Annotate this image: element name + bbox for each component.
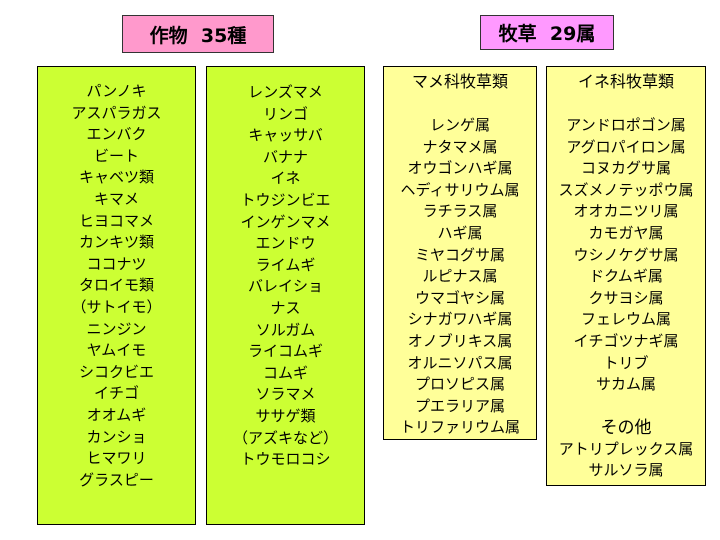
list-item: リンゴ (262, 104, 308, 123)
list-item: クサヨシ属 (588, 288, 664, 307)
list-item: ミヤコグサ属 (414, 245, 505, 264)
crops-column-2: レンズマメ リンゴ キャッサバ バナナ イネ トウジンビエ インゲンマメ エンド… (206, 66, 365, 525)
list-item: ルピナス属 (422, 267, 498, 286)
crops-title: 作物 35種 (122, 15, 274, 53)
list-item: カンショ (86, 427, 147, 446)
list-item: コムギ (262, 363, 308, 382)
list-item: ウシノケグサ属 (573, 245, 679, 264)
grass-forage-column: イネ科牧草類 アンドロポゴン属 アグロパイロン属 コヌカグサ属 スズメノテッポウ… (546, 66, 706, 486)
list-item: イチゴツナギ属 (573, 331, 679, 350)
list-item: エンバク (86, 125, 147, 144)
list-item: ココナツ (86, 254, 147, 273)
list-item: オノブリキス属 (407, 331, 513, 350)
list-item: グラスピー (79, 470, 154, 489)
crops-column-1: パンノキ アスパラガス エンバク ビート キャベツ類 キマメ ヒヨコマメ カンキ… (37, 66, 196, 525)
list-item: フェレウム属 (580, 310, 671, 329)
list-item: レンゲ属 (429, 116, 490, 134)
forage-title: 牧草 29属 (480, 15, 614, 50)
list-item: インゲンマメ (240, 212, 331, 231)
other-heading: その他 (600, 417, 652, 438)
list-item: オオカニツリ属 (573, 202, 679, 221)
list-item: ハギ属 (437, 223, 483, 242)
list-item: ウマゴヤシ属 (414, 288, 505, 307)
grass-heading: イネ科牧草類 (577, 72, 674, 91)
list-item: トリブ (603, 353, 649, 372)
list-item: バナナ (262, 147, 308, 166)
list-item: （アズキなど） (232, 428, 338, 447)
list-item: イチゴ (93, 384, 139, 403)
list-item: トウジンビエ (240, 190, 331, 209)
list-item: バレイショ (247, 277, 323, 296)
list-item: ラチラス属 (422, 202, 498, 221)
list-item: ササゲ類 (255, 406, 316, 425)
list-item: トウモロコシ (240, 450, 331, 469)
other-list: アトリプレックス属 サルソラ属 (547, 439, 705, 482)
list-item: サルソラ属 (588, 461, 664, 480)
grass-list: アンドロポゴン属 アグロパイロン属 コヌカグサ属 スズメノテッポウ属 オオカニツ… (547, 115, 705, 396)
list-item: エンドウ (255, 234, 316, 253)
list-item: トリファリウム属 (399, 418, 520, 437)
list-item: ヤムイモ (86, 341, 147, 360)
crops-list-2: レンズマメ リンゴ キャッサバ バナナ イネ トウジンビエ インゲンマメ エンド… (207, 82, 364, 471)
list-item: キャベツ類 (78, 168, 154, 187)
list-item: （サトイモ） (71, 297, 162, 316)
legume-heading: マメ科牧草類 (411, 72, 508, 91)
list-item: スズメノテッポウ属 (558, 180, 694, 199)
list-item: イネ (270, 169, 301, 188)
list-item: タロイモ類 (78, 276, 154, 295)
list-item: アンドロポゴン属 (566, 116, 686, 134)
list-item: ヘディサリウム属 (400, 180, 520, 199)
list-item: ソルガム (255, 320, 316, 339)
list-item: アグロパイロン属 (566, 137, 686, 156)
legume-list: レンゲ属 ナタマメ属 オウゴンハギ属 ヘディサリウム属 ラチラス属 ハギ属 ミヤ… (384, 115, 536, 439)
list-item: オウゴンハギ属 (407, 159, 513, 178)
list-item: ソラマメ (255, 385, 316, 404)
list-item: ナタマメ属 (422, 137, 498, 156)
list-item: ライコムギ (247, 342, 323, 361)
list-item: オルニソパス属 (407, 353, 513, 372)
list-item: ビート (93, 146, 139, 165)
list-item: プエラリア属 (414, 396, 505, 415)
list-item: コヌカグサ属 (580, 159, 671, 178)
list-item: アトリプレックス属 (558, 439, 694, 458)
list-item: アスパラガス (71, 103, 162, 122)
list-item: カンキツ類 (78, 233, 154, 252)
list-item: パンノキ (86, 82, 147, 100)
list-item: シコクビエ (78, 362, 154, 381)
list-item: プロソピス属 (414, 375, 505, 394)
list-item: カモガヤ属 (588, 223, 664, 242)
list-item: ドクムギ属 (589, 267, 663, 286)
list-item: キャッサバ (248, 126, 323, 145)
list-item: ライムギ (255, 255, 316, 274)
list-item: レンズマメ (248, 83, 323, 101)
legume-forage-column: マメ科牧草類 レンゲ属 ナタマメ属 オウゴンハギ属 ヘディサリウム属 ラチラス属… (383, 66, 537, 440)
list-item: ヒマワリ (86, 449, 147, 468)
crops-list-1: パンノキ アスパラガス エンバク ビート キャベツ類 キマメ ヒヨコマメ カンキ… (38, 81, 195, 491)
list-item: シナガワハギ属 (407, 310, 513, 329)
list-item: キマメ (93, 189, 139, 208)
list-item: ニンジン (86, 319, 147, 338)
list-item: サカム属 (595, 375, 656, 394)
list-item: ヒヨコマメ (78, 211, 154, 230)
list-item: ナス (270, 298, 301, 317)
list-item: オオムギ (86, 405, 147, 424)
